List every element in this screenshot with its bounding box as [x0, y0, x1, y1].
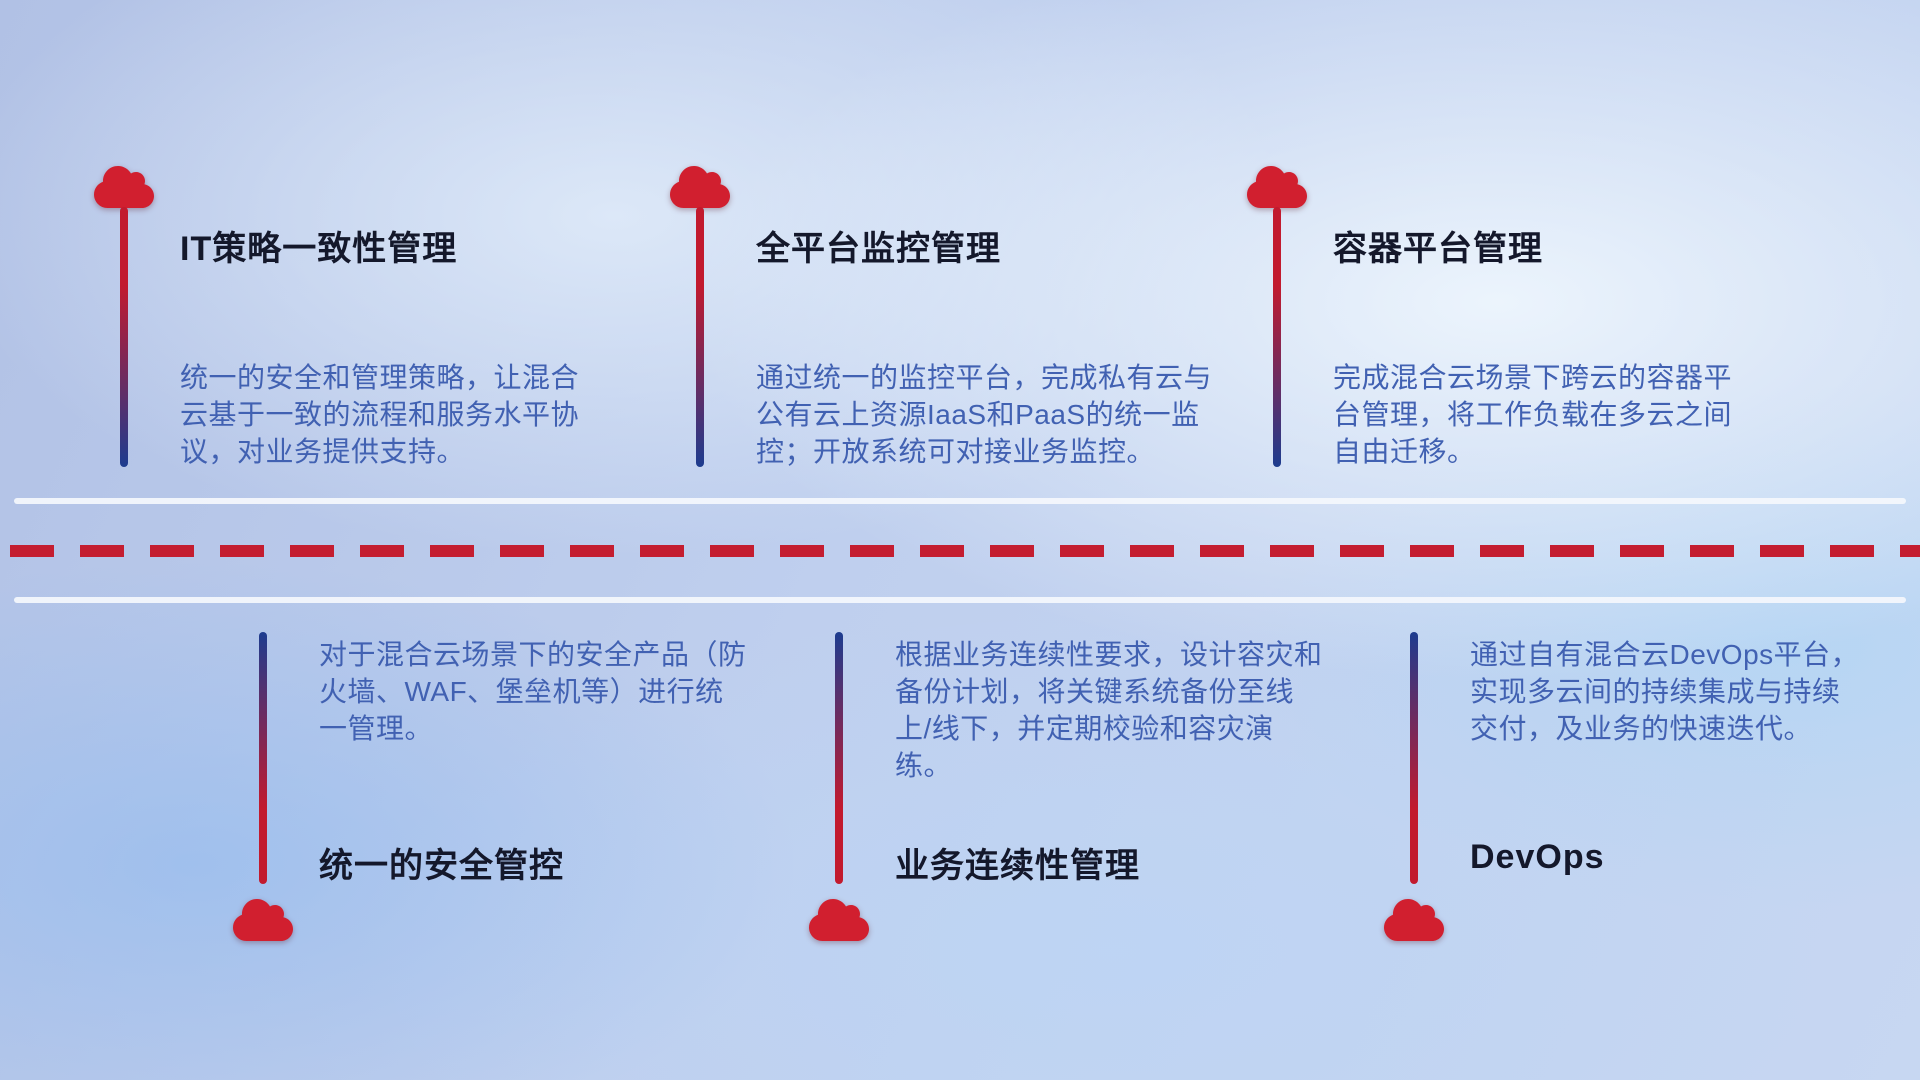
feature-title: DevOps [1470, 838, 1605, 876]
road-upper-line [14, 498, 1906, 504]
connector-line [835, 632, 843, 884]
feature-title: 统一的安全管控 [319, 847, 564, 885]
feature-description: 通过自有混合云DevOps平台，实现多云间的持续集成与持续交付，及业务的快速迭代… [1470, 639, 1860, 744]
feature-title: 业务连续性管理 [895, 847, 1140, 885]
connector-line [120, 207, 128, 467]
feature-description: 根据业务连续性要求，设计容灾和备份计划，将关键系统备份至线上/线下，并定期校验和… [895, 639, 1323, 781]
feature-description: 统一的安全和管理策略，让混合云基于一致的流程和服务水平协议，对业务提供支持。 [180, 362, 580, 467]
cloud-icon [92, 163, 156, 211]
cloud-icon [1382, 896, 1446, 944]
connector-line [259, 632, 267, 884]
feature-description: 对于混合云场景下的安全产品（防火墙、WAF、堡垒机等）进行统一管理。 [319, 639, 747, 744]
feature-title: 全平台监控管理 [756, 230, 1001, 268]
cloud-icon [668, 163, 732, 211]
cloud-icon [807, 896, 871, 944]
feature-description: 通过统一的监控平台，完成私有云与公有云上资源IaaS和PaaS的统一监控；开放系… [756, 362, 1213, 467]
feature-title: 容器平台管理 [1333, 230, 1543, 268]
cloud-icon [1245, 163, 1309, 211]
road-dashed-centerline [10, 545, 1920, 557]
road-lower-line [14, 597, 1906, 603]
connector-line [1410, 632, 1418, 884]
connector-line [696, 207, 704, 467]
feature-title: IT策略一致性管理 [180, 230, 458, 268]
feature-description: 完成混合云场景下跨云的容器平台管理，将工作负载在多云之间自由迁移。 [1333, 362, 1733, 467]
connector-line [1273, 207, 1281, 467]
cloud-icon [231, 896, 295, 944]
